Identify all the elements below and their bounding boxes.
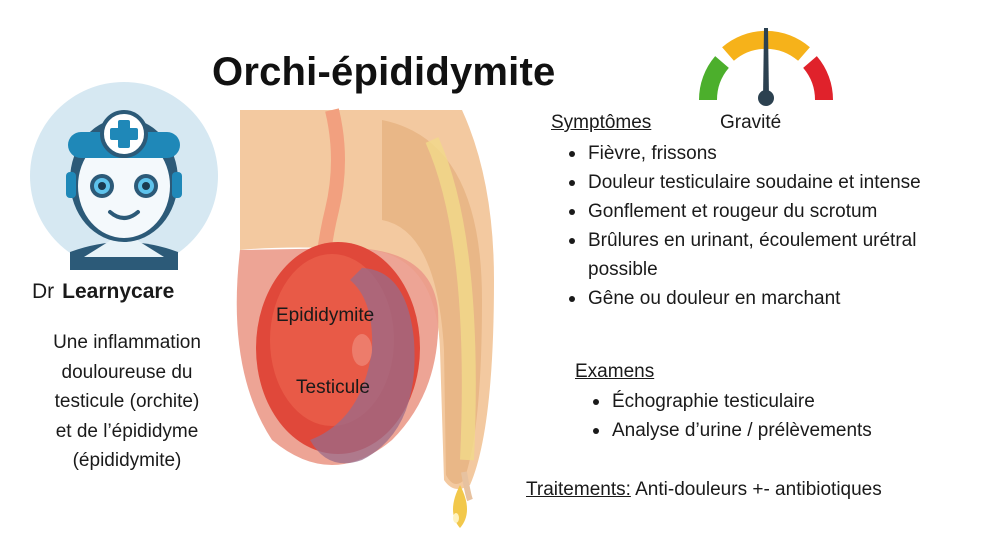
list-item: Analyse d’urine / prélèvements (588, 416, 948, 445)
list-item: Gêne ou douleur en marchant (564, 284, 944, 313)
treatments-label: Traitements: (526, 479, 631, 500)
list-item: Gonflement et rougeur du scrotum (564, 197, 944, 226)
doctor-surname: Learnycare (62, 280, 175, 303)
definition-line: testicule (orchite) (54, 391, 200, 412)
list-item: Brûlures en urinant, écoulement urétral … (564, 226, 944, 284)
doctor-prefix: Dr (32, 280, 55, 303)
page-title: Orchi-épididymite (212, 50, 556, 94)
epididymis-label: Epididymite (276, 305, 375, 326)
exams-list: Échographie testiculaire Analyse d’urine… (588, 387, 948, 445)
anatomy-illustration (236, 108, 494, 528)
list-item: Douleur testiculaire soudaine et intense (564, 168, 944, 197)
definition-line: douloureuse du (61, 361, 193, 383)
treatments-line: Traitements: Anti-douleurs +- antibiotiq… (526, 479, 882, 501)
severity-label: Gravité (720, 112, 782, 133)
definition-line: (épididymite) (72, 450, 182, 471)
symptoms-list: Fièvre, frissons Douleur testiculaire so… (564, 139, 944, 313)
definition-line: Une inflammation (53, 332, 201, 353)
symptoms-heading: Symptômes (551, 112, 652, 133)
doctor-avatar (30, 82, 218, 270)
list-item: Échographie testiculaire (588, 387, 948, 416)
exams-heading: Examens (575, 361, 655, 382)
testicle-label: Testicule (296, 377, 370, 398)
severity-gauge-icon (698, 28, 834, 106)
definition-text: Une inflammation douloureuse du testicul… (22, 328, 232, 476)
definition-line: et de l’épididyme (55, 420, 199, 442)
treatments-text: Anti-douleurs +- antibiotiques (635, 479, 882, 500)
doctor-name: Dr Learnycare (32, 280, 174, 304)
list-item: Fièvre, frissons (564, 139, 944, 168)
